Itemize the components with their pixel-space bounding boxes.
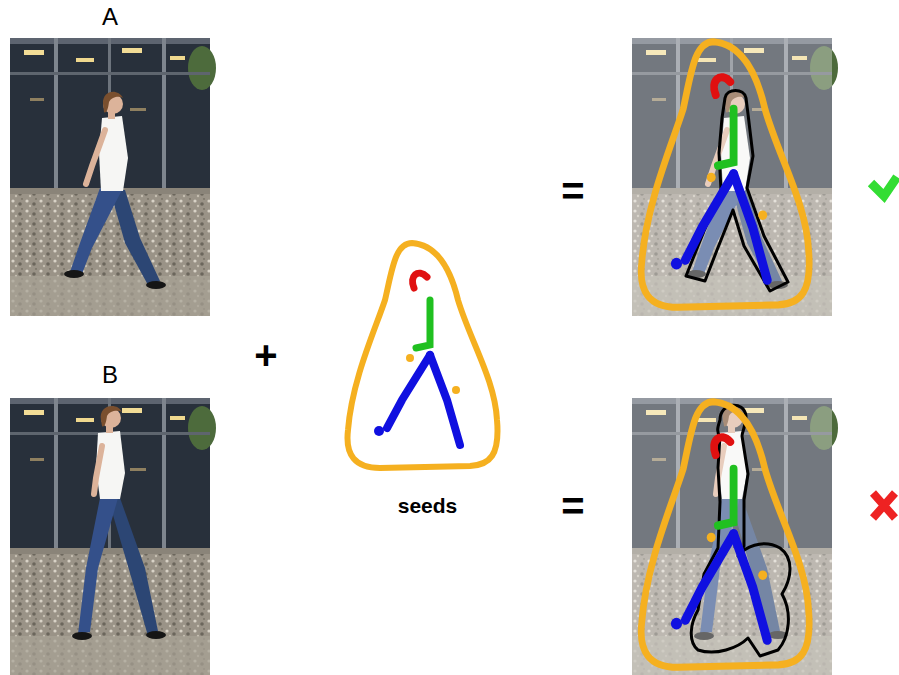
figure-panel: A xyxy=(10,4,210,316)
operator-symbol: + xyxy=(254,335,277,375)
seed-strokes xyxy=(641,402,809,668)
input-photo xyxy=(10,38,216,316)
segmentation-result xyxy=(632,398,838,675)
input-photo xyxy=(10,398,216,675)
fade-overlay xyxy=(632,38,832,316)
operator-symbol: = xyxy=(561,486,584,526)
seed-overlay xyxy=(641,42,809,308)
seed-overlay xyxy=(641,402,809,668)
segment-contour xyxy=(691,405,790,656)
fade-overlay xyxy=(632,398,832,675)
seed-strokes xyxy=(641,42,809,308)
check-mark xyxy=(871,177,897,196)
segmentation-result xyxy=(632,38,838,316)
panel-heading: seeds xyxy=(398,494,458,517)
figure-panel: B xyxy=(10,362,210,675)
operator-symbol: = xyxy=(561,171,584,211)
panel-heading: B xyxy=(102,362,118,388)
panel-heading: A xyxy=(102,4,118,30)
seed-strokes xyxy=(347,243,497,468)
walking-person xyxy=(72,406,166,640)
photo-background xyxy=(10,398,216,675)
cross-mark xyxy=(873,493,895,518)
walking-person xyxy=(64,92,166,289)
photo-background xyxy=(632,398,838,675)
figure-panel: seeds xyxy=(340,232,515,517)
photo-background xyxy=(632,38,838,316)
photo-background xyxy=(10,38,216,316)
